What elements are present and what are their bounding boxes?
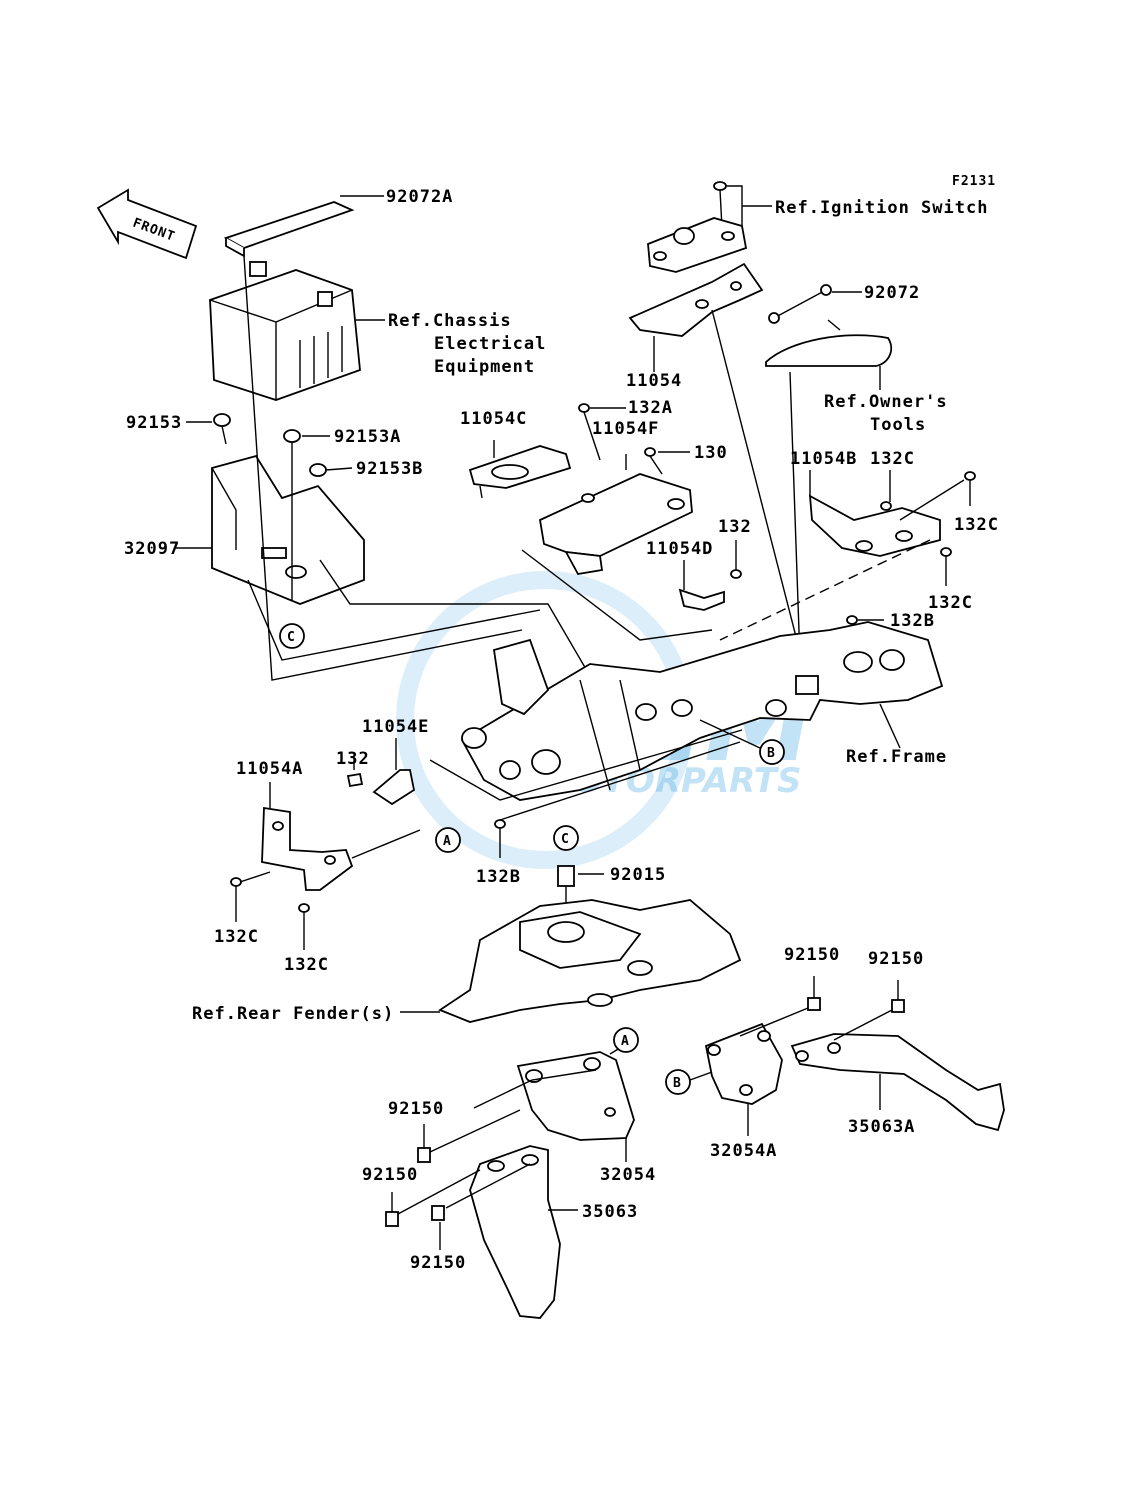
bolt-132C-a [880,470,892,511]
label-92150-a: 92150 [388,1099,444,1119]
ref-circle-a-frame: A [435,827,461,853]
battery-strap [223,195,384,258]
bolt-132B-b [494,741,741,858]
label-92072: 92072 [864,283,920,303]
label-132A: 132A [628,398,673,418]
battery [209,261,385,401]
svg-text:A: A [621,1034,630,1049]
bolt-92153A [283,429,330,600]
footrest-35063 [469,1145,578,1319]
label-ref-chassis-2: Electrical [434,334,546,354]
label-92153B: 92153B [356,459,423,479]
ignition-switch-mount [647,217,748,273]
owners-tools [765,319,893,390]
bracket-11054F [538,454,693,575]
bolt-92153B [309,463,353,477]
bolt-132-a [730,540,742,579]
bolt-92150-a [417,1109,521,1163]
bolt-130 [644,447,690,475]
label-ref-ignition-switch: Ref.Ignition Switch [775,198,988,218]
label-132C-c: 132C [928,593,973,613]
label-ref-owners-tools-2: Tools [870,415,926,435]
label-35063A: 35063A [848,1117,915,1137]
label-32097: 32097 [124,539,180,559]
label-ref-chassis-1: Ref.Chassis [388,311,512,331]
battery-case [176,454,365,605]
bracket-11054D [678,560,725,611]
figure-code: F2131 [952,174,996,189]
label-132-a: 132 [718,517,752,537]
label-132B-a: 132B [890,611,935,631]
label-132-b: 132 [336,749,370,769]
svg-text:B: B [767,746,776,761]
rear-fender [400,899,742,1023]
bolt-92150-b [385,1169,481,1227]
bolt-132C-c [940,547,952,586]
label-ref-frame: Ref.Frame [846,747,947,767]
label-11054: 11054 [626,371,682,391]
ref-circle-b-bracket: B [665,1069,691,1095]
ref-circle-a-bracket: A [613,1027,639,1053]
label-11054E: 11054E [362,717,429,737]
tool-strap-92072 [768,284,862,324]
bolt-92150-c [431,1163,531,1250]
svg-text:B: B [673,1076,682,1091]
part-labels: 92072A Ref.Ignition Switch 92072 Ref.Cha… [124,187,999,1273]
bracket-32054 [516,1047,635,1162]
bracket-32054A [689,1022,783,1136]
bolt-132A [578,403,626,461]
label-92153A: 92153A [334,427,401,447]
label-11054B: 11054B [790,449,857,469]
label-11054D: 11054D [646,539,713,559]
label-32054A: 32054A [710,1141,777,1161]
label-35063: 35063 [582,1202,638,1222]
bolt-132C-d [230,871,271,922]
svg-text:C: C [561,832,570,847]
svg-text:A: A [443,834,452,849]
label-ref-chassis-3: Equipment [434,357,535,377]
label-92150-e: 92150 [868,949,924,969]
label-132C-d: 132C [214,927,259,947]
bracket-11054 [628,262,764,372]
label-11054C: 11054C [460,409,527,429]
bolt-132-b [346,752,364,788]
bracket-11054E [372,738,416,806]
svg-text:C: C [287,630,296,645]
label-32054: 32054 [600,1165,656,1185]
bolt-92150-d [739,976,821,1037]
ref-circle-c-lower: C [553,825,579,851]
bolt-132C-e [298,903,310,950]
bracket-11054B [808,470,941,557]
label-92015: 92015 [610,865,666,885]
bolt-132C-b [899,471,976,521]
label-132B-b: 132B [476,867,521,887]
bolt-92150-e [833,980,905,1041]
front-arrow-icon: FRONT [96,188,198,260]
label-132C-e: 132C [284,955,329,975]
label-132C-a: 132C [870,449,915,469]
label-92153: 92153 [126,413,182,433]
ref-circle-b-frame: B [699,719,785,765]
bracket-11054C [468,440,572,499]
label-92072A: 92072A [386,187,453,207]
label-132C-b: 132C [954,515,999,535]
bolt-92153 [186,413,231,445]
bracket-11054A [261,782,421,891]
label-92150-b: 92150 [362,1165,418,1185]
ref-circle-c-upper: C [279,623,305,649]
label-92150-c: 92150 [410,1253,466,1273]
label-ref-owners-tools-1: Ref.Owner's [824,392,948,412]
label-130: 130 [694,443,728,463]
frame [460,621,944,801]
label-11054A: 11054A [236,759,303,779]
footrest-35063A [790,1033,1005,1132]
label-ref-rear-fender: Ref.Rear Fender(s) [192,1004,394,1024]
label-11054F: 11054F [592,419,659,439]
label-92150-d: 92150 [784,945,840,965]
bolt-132B-a [846,615,884,625]
